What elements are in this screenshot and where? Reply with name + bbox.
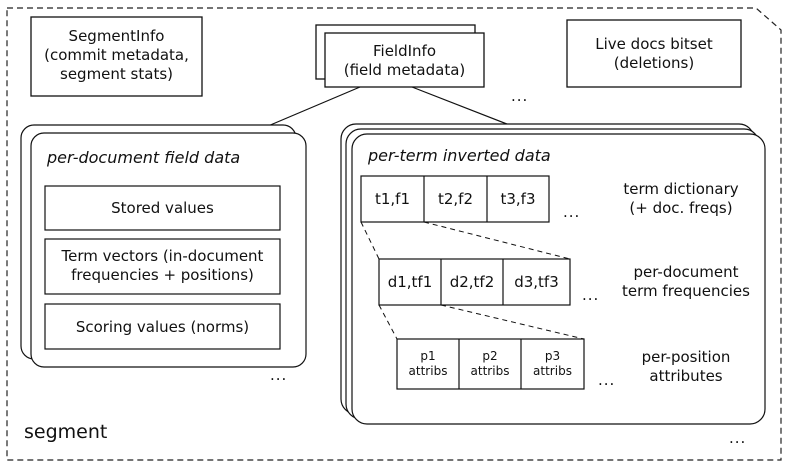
field-info-ellipsis: ... — [511, 87, 529, 105]
zoom-line-2a — [378, 304, 398, 340]
position-cell: p3 attribs — [521, 349, 584, 379]
scoring-values-label: Scoring values (norms) — [75, 317, 250, 336]
segment-info-label: SegmentInfo (commit metadata, segment st… — [31, 27, 202, 84]
segment-info-desc-1: (commit metadata, — [44, 46, 189, 64]
position-cell-line-2: attribs — [470, 364, 510, 378]
position-cell-line-1: p3 — [544, 349, 561, 363]
live-docs-label: Live docs bitset (deletions) — [567, 35, 741, 73]
position-cell-line-2: attribs — [408, 364, 448, 378]
zoom-line-2b — [440, 304, 585, 340]
position-label: per-position attributes — [621, 348, 751, 386]
per-term-ellipsis: ... — [729, 429, 747, 447]
dictionary-label: term dictionary (+ doc. freqs) — [606, 180, 756, 218]
frequency-label-line-2: term frequencies — [622, 282, 750, 300]
frequency-ellipsis: ... — [582, 286, 600, 304]
position-cell-line-1: p2 — [482, 349, 498, 363]
segment-info-desc-2: segment stats) — [60, 65, 173, 83]
position-row — [396, 338, 585, 390]
per-term-title: per-term inverted data — [368, 146, 551, 165]
term-vectors-line-2: frequencies + positions) — [71, 266, 254, 284]
position-cell: p1 attribs — [397, 349, 459, 379]
dictionary-label-line-2: (+ doc. freqs) — [629, 199, 733, 217]
term-vectors-label: Term vectors (in-document frequencies + … — [45, 247, 280, 285]
segment-border — [6, 7, 782, 461]
frequency-cell: d2,tf2 — [449, 273, 495, 291]
stored-values-box — [44, 185, 281, 231]
term-vectors-line-1: Term vectors (in-document — [61, 247, 264, 265]
live-docs-desc: (deletions) — [613, 54, 695, 72]
dictionary-cell: t3,f3 — [500, 190, 536, 208]
frequency-row — [378, 258, 571, 306]
position-label-line-2: attributes — [649, 367, 723, 385]
term-vectors-box — [44, 238, 281, 295]
live-docs-box — [566, 19, 742, 88]
per-document-ellipsis: ... — [270, 366, 288, 384]
dictionary-ellipsis: ... — [563, 203, 581, 221]
frequency-label: per-document term frequencies — [606, 263, 766, 301]
dictionary-cell: t1,f1 — [374, 190, 411, 208]
frequency-cell: d1,tf1 — [387, 273, 433, 291]
position-cell-line-1: p1 — [420, 349, 436, 363]
dictionary-label-line-1: term dictionary — [623, 180, 739, 198]
stored-values-label: Stored values — [111, 199, 214, 217]
scoring-values-box — [44, 303, 281, 350]
segment-info-box — [30, 16, 203, 97]
position-ellipsis: ... — [598, 371, 616, 389]
position-cell-line-2: attribs — [533, 364, 572, 378]
field-info-desc: (field metadata) — [343, 61, 466, 79]
segment-info-title: SegmentInfo — [68, 27, 165, 45]
live-docs-title: Live docs bitset — [595, 35, 713, 53]
field-info-label: FieldInfo (field metadata) — [325, 42, 484, 80]
frequency-label-line-1: per-document — [633, 263, 739, 281]
frequency-cell: d3,tf3 — [514, 273, 559, 291]
fieldinfo-connector-left — [267, 86, 361, 127]
segment-label: segment — [24, 421, 108, 443]
dictionary-row — [360, 175, 550, 223]
per-document-title: per-document field data — [47, 148, 241, 167]
zoom-line-1b — [423, 221, 571, 260]
position-label-line-1: per-position — [641, 348, 731, 366]
field-info-box — [324, 32, 485, 88]
position-cell: p2 attribs — [459, 349, 521, 379]
dictionary-cell: t2,f2 — [437, 190, 474, 208]
field-info-title: FieldInfo — [372, 42, 436, 60]
zoom-line-1a — [360, 221, 380, 260]
